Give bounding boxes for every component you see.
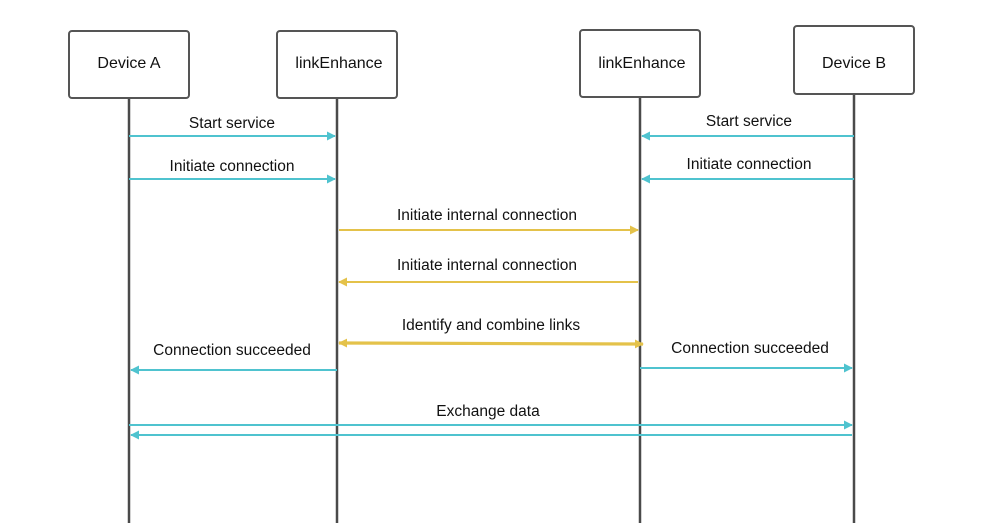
message-connection-succeeded-b: Connection succeeded	[640, 340, 853, 373]
participant-label: Device A	[97, 55, 160, 72]
message-start-service-b: Start service	[641, 113, 854, 141]
message-label: Initiate connection	[170, 158, 295, 175]
participant-linkenhance-b: linkEnhance	[579, 29, 701, 98]
message-arrow	[338, 338, 644, 349]
message-label: Initiate connection	[687, 156, 812, 173]
lifelines	[127, 94, 856, 523]
participant-label: linkEnhance	[598, 55, 685, 72]
message-label: Initiate internal connection	[397, 257, 577, 274]
message-label: Connection succeeded	[153, 342, 311, 359]
participant-label: linkEnhance	[295, 55, 382, 72]
message-exchange-data-forward: Exchange data	[129, 403, 853, 430]
participant-linkenhance-a: linkEnhance	[276, 30, 398, 99]
message-connection-succeeded-a: Connection succeeded	[130, 342, 337, 375]
participant-box	[276, 30, 398, 99]
message-internal-connection-1: Initiate internal connection	[339, 207, 639, 235]
participant-box	[579, 29, 701, 98]
message-label: Start service	[189, 115, 275, 132]
participant-label: Device B	[822, 55, 886, 72]
message-initiate-connection-a: Initiate connection	[129, 158, 336, 184]
message-label: Exchange data	[436, 403, 540, 420]
participant-device-b: Device B	[793, 25, 915, 95]
participant-box	[793, 25, 915, 95]
message-label: Identify and combine links	[402, 317, 581, 334]
participant-device-a: Device A	[68, 30, 190, 99]
message-label: Initiate internal connection	[397, 207, 577, 224]
message-initiate-connection-b: Initiate connection	[641, 156, 854, 184]
participant-box	[68, 30, 190, 99]
message-start-service-a: Start service	[129, 115, 336, 141]
message-label: Start service	[706, 113, 792, 130]
message-identify-combine: Identify and combine links	[338, 317, 644, 349]
message-internal-connection-2: Initiate internal connection	[338, 257, 638, 287]
message-label: Connection succeeded	[671, 340, 829, 357]
